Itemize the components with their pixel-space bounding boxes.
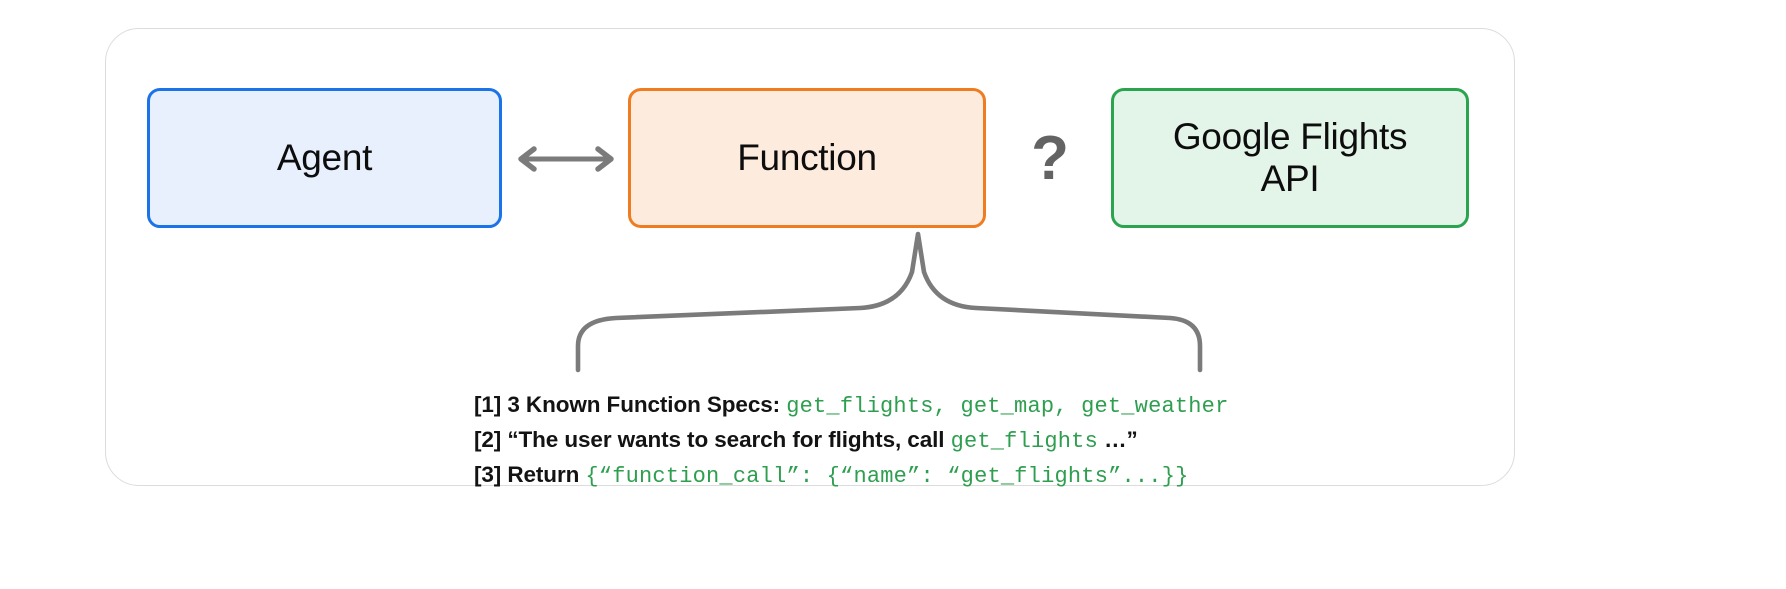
step-1-code: get_flights, get_map, get_weather [786, 394, 1229, 419]
question-mark-icon: ? [1031, 124, 1069, 193]
step-1-index: [1] [474, 392, 502, 417]
step-1-text: 3 Known Function Specs: [501, 392, 787, 417]
step-2-text: “The user wants to search for flights, c… [501, 427, 951, 452]
node-function-label: Function [737, 137, 877, 179]
step-3-code: {“function_call”: {“name”: “get_flights”… [585, 464, 1189, 489]
step-3-index: [3] [474, 462, 502, 487]
step-2-index: [2] [474, 427, 502, 452]
node-agent[interactable]: Agent [147, 88, 502, 228]
step-2-code: get_flights [950, 429, 1098, 454]
step-2-tail: …” [1098, 427, 1138, 452]
step-line-1: [1] 3 Known Function Specs: get_flights,… [474, 388, 1374, 423]
node-function[interactable]: Function [628, 88, 986, 228]
node-agent-label: Agent [276, 137, 373, 179]
double-arrow-icon [512, 138, 620, 180]
step-line-3: [3] Return {“function_call”: {“name”: “g… [474, 458, 1374, 493]
steps-list: [1] 3 Known Function Specs: get_flights,… [474, 388, 1374, 493]
step-line-2: [2] “The user wants to search for flight… [474, 423, 1374, 458]
curly-brace-connector [560, 228, 1210, 373]
step-3-text: Return [501, 462, 586, 487]
